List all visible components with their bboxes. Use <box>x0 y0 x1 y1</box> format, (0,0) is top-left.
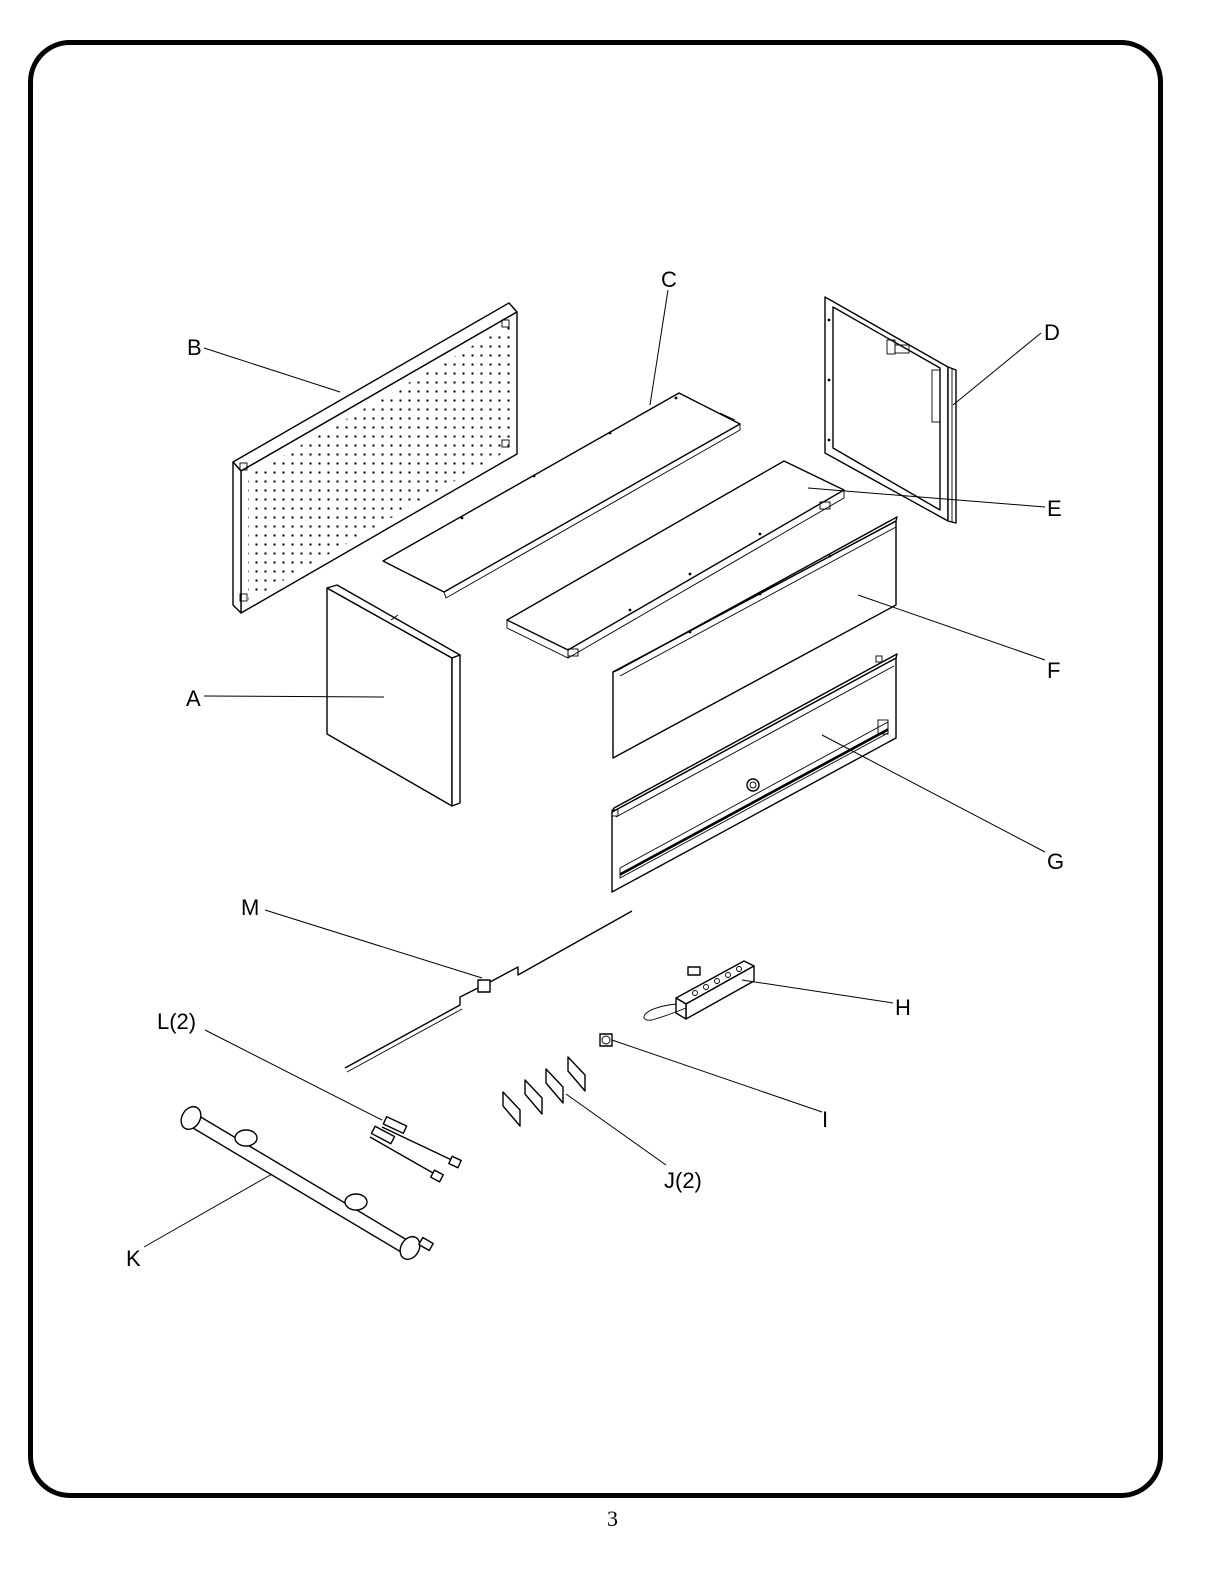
label-l: L(2) <box>157 1009 196 1034</box>
part-m-rod-assembly <box>345 911 632 1072</box>
label-m: M <box>241 895 259 920</box>
part-h-power-strip <box>644 961 754 1020</box>
label-a: A <box>186 686 201 711</box>
part-a-side-panel <box>327 585 460 806</box>
label-j: J(2) <box>664 1168 702 1193</box>
part-j-brackets <box>503 1057 585 1126</box>
part-d-door-frame <box>825 297 956 523</box>
part-i-knob <box>600 1034 612 1046</box>
label-f: F <box>1047 658 1060 683</box>
label-b: B <box>187 335 202 360</box>
label-g: G <box>1047 849 1064 874</box>
page-number: 3 <box>0 1506 1225 1532</box>
label-d: D <box>1044 320 1060 345</box>
label-e: E <box>1047 496 1062 521</box>
part-l-gas-struts <box>370 1117 461 1182</box>
label-k: K <box>126 1246 141 1271</box>
label-i: I <box>822 1107 828 1132</box>
label-h: H <box>895 995 911 1020</box>
label-c: C <box>661 267 677 292</box>
